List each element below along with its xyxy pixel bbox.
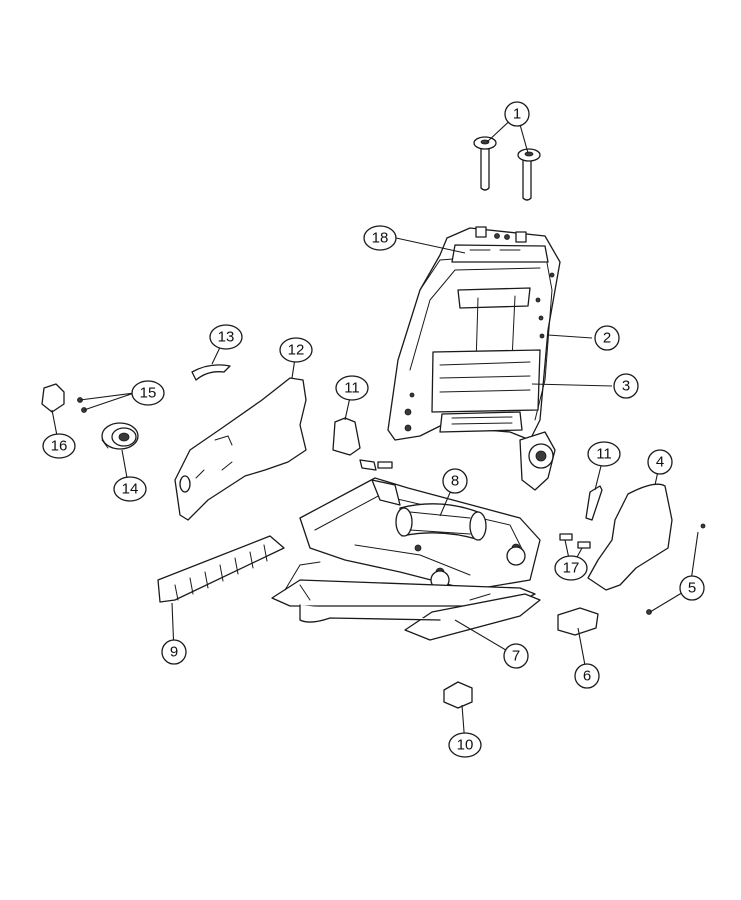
recliner-knob	[101, 422, 139, 450]
callout-label: 7	[512, 648, 520, 665]
callout-label: 4	[656, 454, 664, 471]
callout-label: 13	[218, 329, 235, 346]
callout-label: 3	[622, 378, 630, 395]
callout-18: 18	[363, 225, 397, 251]
callout-label: 12	[288, 342, 305, 359]
track-cover	[157, 535, 285, 603]
trim-bezel	[191, 364, 231, 381]
callout-1: 1	[504, 101, 530, 127]
callout-9: 9	[161, 639, 187, 665]
bolts	[359, 459, 591, 549]
callout-14: 14	[113, 476, 147, 502]
callout-label: 16	[51, 438, 68, 455]
callout-17: 17	[554, 555, 588, 581]
callout-11-left: 11	[335, 375, 369, 401]
callout-label: 17	[563, 560, 580, 577]
trim-clip	[41, 383, 65, 413]
callout-12: 12	[279, 337, 313, 363]
callout-label: 2	[603, 330, 611, 347]
seat-cushion-frame	[271, 477, 541, 641]
callout-16: 16	[42, 433, 76, 459]
inboard-shield	[587, 483, 673, 591]
callout-8: 8	[442, 468, 468, 494]
callout-10: 10	[448, 732, 482, 758]
callout-2: 2	[594, 325, 620, 351]
seat-back-frame	[387, 226, 561, 491]
callout-label: 14	[122, 481, 139, 498]
callout-3: 3	[613, 373, 639, 399]
fastener-top	[700, 523, 706, 529]
headrest-guides	[473, 136, 541, 201]
callout-11-right: 11	[587, 441, 621, 467]
callout-label: 15	[140, 385, 157, 402]
bracket-left	[332, 417, 361, 456]
callout-7: 7	[503, 643, 529, 669]
clip	[443, 681, 473, 709]
callout-label: 10	[457, 737, 474, 754]
callout-label: 9	[170, 644, 178, 661]
callout-6: 6	[574, 663, 600, 689]
callout-15: 15	[131, 380, 165, 406]
outboard-shield	[174, 377, 307, 521]
callout-5: 5	[679, 575, 705, 601]
callout-13: 13	[209, 324, 243, 350]
callout-label: 8	[451, 473, 459, 490]
leader-lines	[51, 113, 699, 746]
callout-label: 1	[513, 106, 521, 123]
bracket-right	[585, 485, 603, 521]
callout-4: 4	[647, 449, 673, 475]
inboard-cover	[557, 607, 599, 636]
callout-label: 11	[344, 380, 360, 397]
callout-label: 6	[583, 668, 591, 685]
callout-label: 18	[372, 230, 389, 247]
fastener-bottom	[646, 609, 652, 615]
callout-label: 5	[688, 580, 696, 597]
callout-label: 11	[596, 446, 612, 463]
